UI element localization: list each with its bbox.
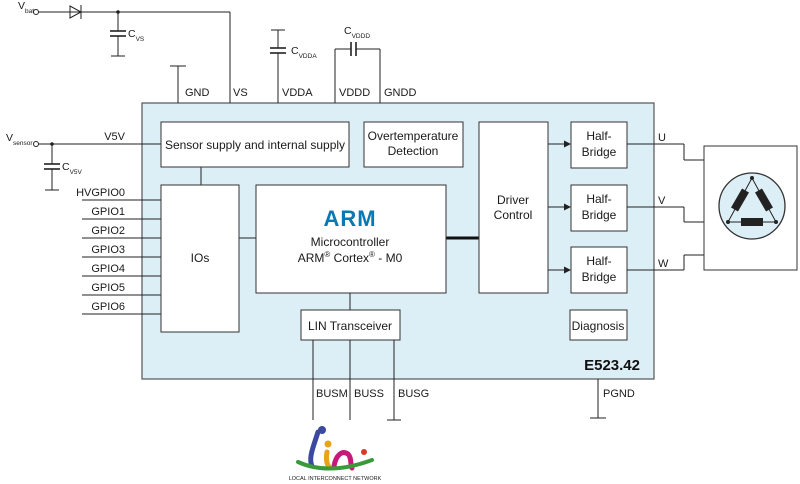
driver-label-1: Driver: [497, 193, 529, 207]
top-wiring: [33, 5, 381, 103]
cv5v-label: CV5V: [62, 161, 83, 176]
overtemp-label-2: Detection: [388, 144, 439, 158]
pin-vs: VS: [233, 87, 248, 99]
mcu-block: [255, 184, 447, 294]
pin-gpio4: GPIO4: [91, 263, 125, 275]
pin-gndd: GNDD: [384, 87, 416, 99]
half-bridge-w: [570, 246, 628, 294]
pin-v5v: V5V: [104, 131, 125, 143]
overtemp-block: [363, 121, 464, 168]
lin-logo: LOCAL INTERCONNECT NETWORK: [289, 426, 382, 482]
half-bridge-u-label-2: Bridge: [582, 145, 617, 159]
output-u: U: [658, 132, 666, 144]
ios-block: [160, 184, 240, 333]
diagnosis-block: [569, 309, 628, 341]
vbat-label: Vbat: [18, 0, 34, 15]
pin-busm: BUSM: [316, 388, 348, 400]
pin-gpio6: GPIO6: [91, 301, 125, 313]
lin-transceiver-label: LIN Transceiver: [308, 319, 392, 333]
bottom-wiring: [312, 340, 606, 421]
output-w: W: [658, 258, 669, 270]
pin-buss: BUSS: [354, 388, 384, 400]
pin-gpio3: GPIO3: [91, 244, 125, 256]
cvddd-label: CVDDD: [344, 25, 370, 40]
arm-logo: ARM: [323, 206, 376, 231]
ios-label: IOs: [191, 251, 210, 265]
overtemp-label-1: Overtemperature: [368, 129, 459, 143]
lin-transceiver-block: [300, 309, 401, 341]
pin-gnd: GND: [185, 87, 210, 99]
sensor-supply-label: Sensor supply and internal supply: [165, 138, 345, 152]
pin-gpio5: GPIO5: [91, 282, 125, 294]
output-v: V: [658, 195, 666, 207]
half-bridge-u-label-1: Half-: [586, 129, 611, 143]
internal-wiring: [200, 140, 571, 310]
driver-control-block: [478, 121, 549, 294]
half-bridge-u: [570, 121, 628, 169]
diagnosis-label: Diagnosis: [572, 319, 625, 333]
pin-gpio2: GPIO2: [91, 225, 125, 237]
pin-busg: BUSG: [398, 388, 429, 400]
motor-icon: [703, 145, 798, 271]
half-bridge-v-label-2: Bridge: [582, 208, 617, 222]
mcu-label-1: Microcontroller: [311, 235, 390, 249]
pin-pgnd: PGND: [603, 388, 635, 400]
vsensor-label: Vsensor: [6, 132, 33, 147]
half-bridge-w-label-1: Half-: [586, 254, 611, 268]
lin-logo-text: LOCAL INTERCONNECT NETWORK: [289, 476, 382, 482]
sensor-supply-block: [160, 121, 350, 168]
half-bridge-w-label-2: Bridge: [582, 270, 617, 284]
pin-vddd: VDDD: [339, 87, 370, 99]
cvdda-label: CVDDA: [291, 45, 317, 60]
pin-gpio1: GPIO1: [91, 206, 125, 218]
half-bridge-v-label-1: Half-: [586, 192, 611, 206]
half-bridge-v: [570, 184, 628, 232]
cvs-label: CVS: [128, 28, 145, 43]
driver-label-2: Control: [494, 208, 533, 222]
chip-name: E523.42: [584, 357, 640, 374]
pin-hvgpio0: HVGPIO0: [76, 187, 125, 199]
pin-vdda: VDDA: [282, 87, 313, 99]
mcu-label-2: ARM® Cortex® - M0: [298, 250, 403, 265]
left-wiring: [33, 141, 161, 315]
